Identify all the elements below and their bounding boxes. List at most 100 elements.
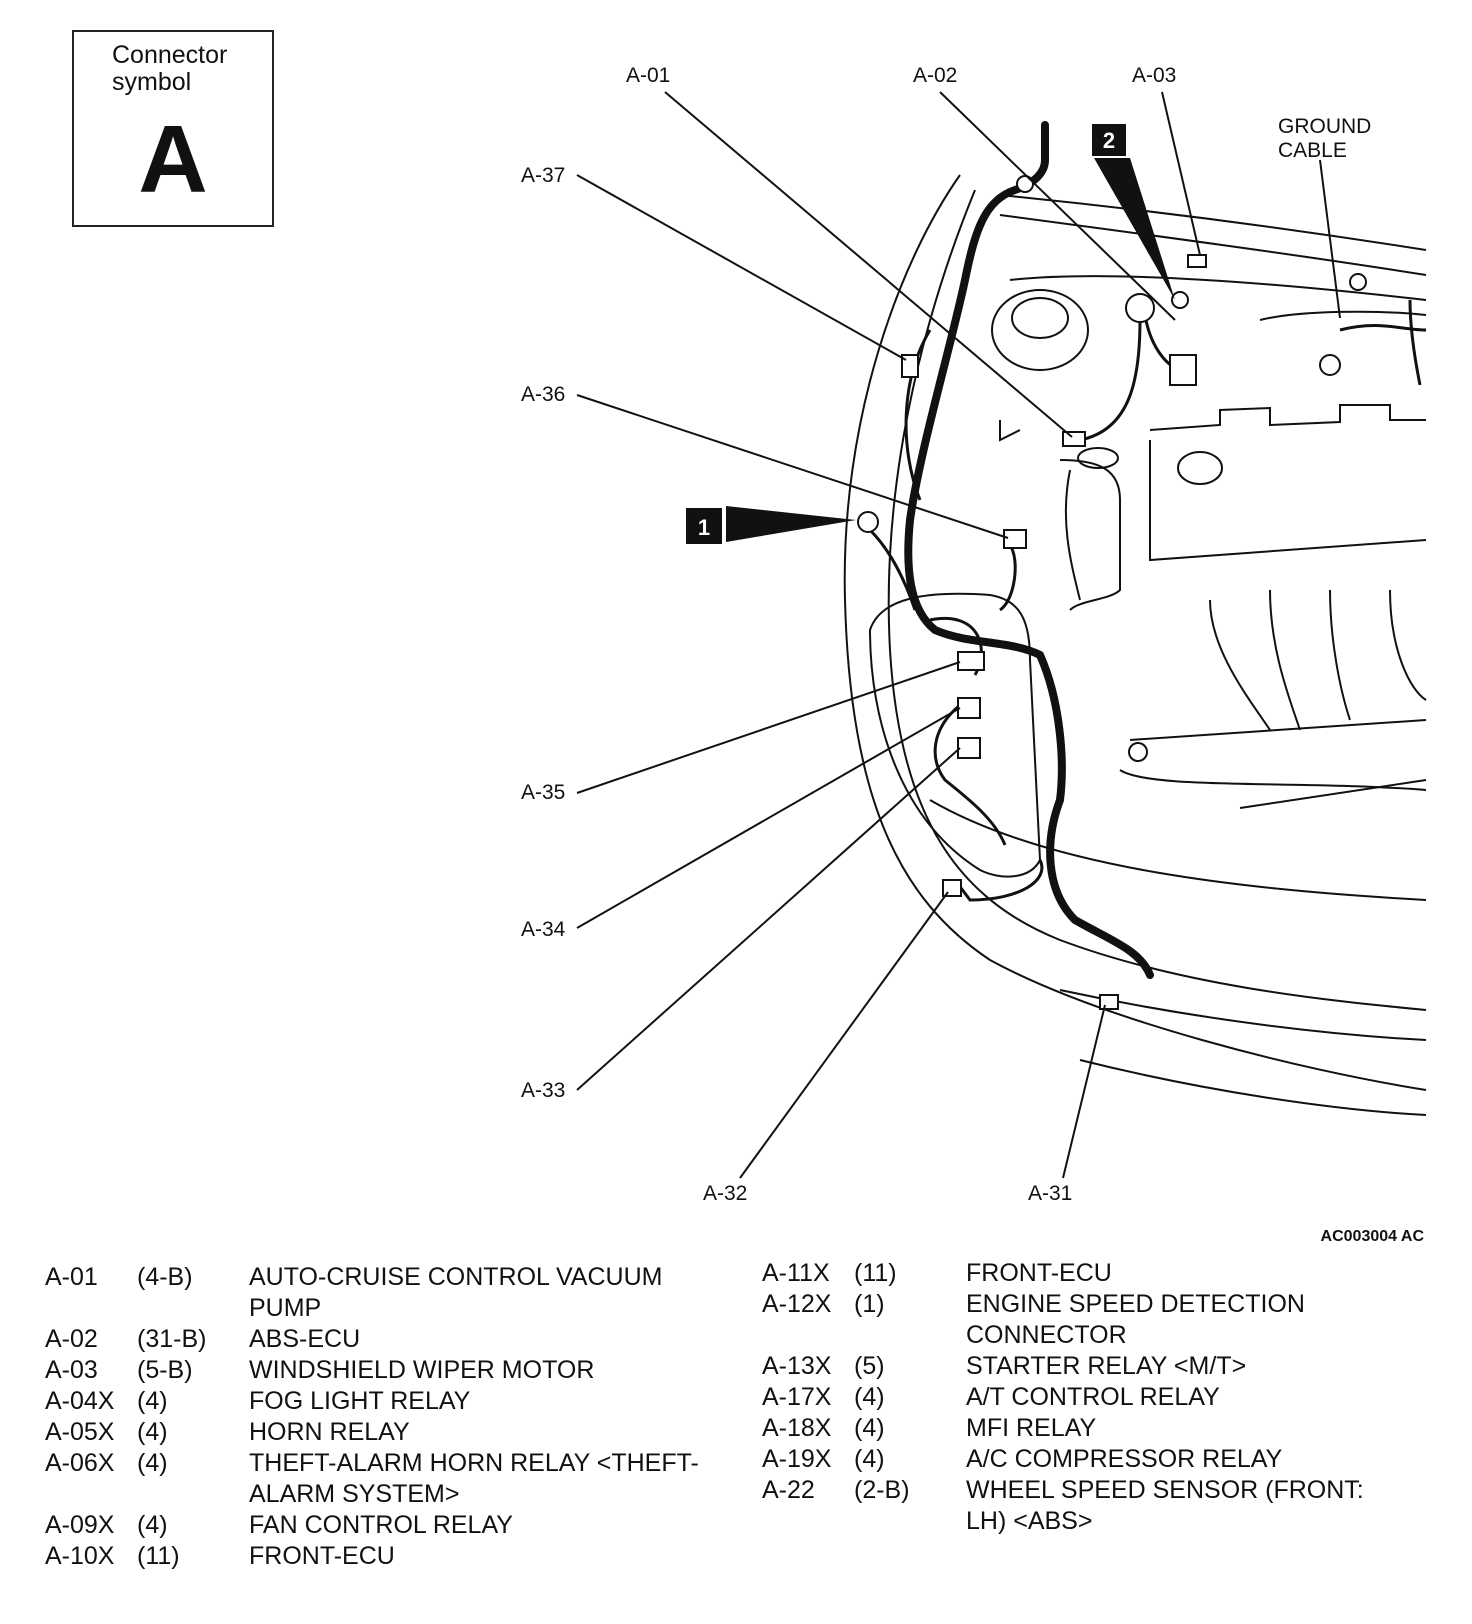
legend-connector-name: FOG LIGHT RELAY: [249, 1387, 471, 1415]
label-a34: A-34: [521, 918, 566, 941]
legend-pin-count: (4): [854, 1383, 885, 1411]
label-ground: GROUND: [1278, 115, 1371, 138]
legend-connector-name: A/C COMPRESSOR RELAY: [966, 1445, 1283, 1473]
legend-pin-count: (4): [137, 1418, 168, 1446]
label-a37: A-37: [521, 164, 565, 187]
figure-code: AC003004 AC: [1320, 1228, 1424, 1245]
leader-lines: [576, 91, 1341, 1179]
legend-connector-id: A-02: [45, 1325, 98, 1353]
legend-connector-name: WHEEL SPEED SENSOR (FRONT: LH) <ABS>: [966, 1476, 1364, 1535]
legend-row: A-10X (11) FRONT-ECU: [45, 1541, 709, 1572]
legend-row: A-13X (5) STARTER RELAY <M/T>: [762, 1351, 1406, 1382]
legend-connector-name: FAN CONTROL RELAY: [249, 1511, 513, 1539]
legend-row: A-11X (11) FRONT-ECU: [762, 1258, 1406, 1289]
legend-connector-name: ABS-ECU: [249, 1325, 361, 1353]
legend-connector-name: MFI RELAY: [966, 1414, 1097, 1442]
legend-connector-id: A-09X: [45, 1511, 115, 1539]
vehicle-outline: [843, 174, 1427, 1116]
leader-a37: [576, 174, 907, 361]
leader-a31: [1062, 1004, 1106, 1179]
legend-connector-id: A-19X: [762, 1445, 832, 1473]
legend-row: A-01 (4-B) AUTO-CRUISE CONTROL VACUUM PUMP: [45, 1262, 709, 1324]
legend-connector-id: A-13X: [762, 1352, 832, 1380]
label-a01: A-01: [626, 64, 670, 87]
legend-connector-id: A-18X: [762, 1414, 832, 1442]
legend-pin-count: (4): [137, 1511, 168, 1539]
legend-left: A-01 (4-B) AUTO-CRUISE CONTROL VACUUM PUMP…: [45, 1262, 709, 1572]
legend-connector-name: FRONT-ECU: [966, 1259, 1112, 1287]
legend-row: A-06X (4) THEFT-ALARM HORN RELAY <THEFT-AL…: [45, 1448, 709, 1510]
wiring-harness-diagram: 1 2 A-01 A-02 A-03 GROUND CABLE A-37 A-3…: [521, 64, 1427, 1205]
leader-a33: [576, 747, 961, 1091]
legend-pin-count: (11): [137, 1542, 180, 1570]
legend-connector-id: A-06X: [45, 1449, 115, 1477]
legend-pin-count: (5): [854, 1352, 885, 1380]
leader-a35: [576, 661, 961, 794]
label-a02: A-02: [913, 64, 957, 87]
marker-2-label: 2: [1103, 128, 1115, 153]
legend-row: A-19X (4) A/C COMPRESSOR RELAY: [762, 1444, 1406, 1475]
wiring-harness: [904, 121, 1154, 979]
legend-connector-id: A-10X: [45, 1542, 115, 1570]
legend-row: A-22 (2-B) WHEEL SPEED SENSOR (FRONT: LH) …: [762, 1475, 1406, 1537]
legend-pin-count: (4): [854, 1445, 885, 1473]
legend-connector-id: A-05X: [45, 1418, 115, 1446]
legend-connector-id: A-01: [45, 1263, 98, 1291]
label-a32: A-32: [703, 1182, 747, 1205]
legend-pin-count: (2-B): [854, 1476, 910, 1504]
leader-ground: [1319, 159, 1341, 319]
legend-connector-name: A/T CONTROL RELAY: [966, 1383, 1220, 1411]
legend-connector-id: A-04X: [45, 1387, 115, 1415]
label-a33: A-33: [521, 1079, 565, 1102]
legend-pin-count: (4-B): [137, 1263, 193, 1291]
legend-pin-count: (4): [137, 1449, 168, 1477]
marker-1-label: 1: [698, 515, 710, 540]
legend-connector-id: A-17X: [762, 1383, 832, 1411]
leader-a34: [576, 707, 961, 929]
legend-pin-count: (5-B): [137, 1356, 193, 1384]
connector-labels: A-01 A-02 A-03 GROUND CABLE A-37 A-36 A-…: [521, 64, 1371, 1205]
legend-connector-name: FRONT-ECU: [249, 1542, 395, 1570]
connector-symbol-letter: A: [138, 106, 208, 213]
legend-connector-name: STARTER RELAY <M/T>: [966, 1352, 1247, 1380]
harness-branches: [868, 299, 1427, 902]
legend-connector-id: A-12X: [762, 1290, 832, 1318]
legend-connector-name: ENGINE SPEED DETECTION CONNECTOR: [966, 1290, 1305, 1349]
legend-connector-name: HORN RELAY: [249, 1418, 410, 1446]
connector-bodies: [857, 175, 1207, 1010]
legend-pin-count: (4): [854, 1414, 885, 1442]
connector-symbol-title: Connector symbol: [112, 41, 228, 96]
legend-row: A-03 (5-B) WINDSHIELD WIPER MOTOR: [45, 1355, 709, 1386]
legend-row: A-09X (4) FAN CONTROL RELAY: [45, 1510, 709, 1541]
label-a03: A-03: [1132, 64, 1176, 87]
label-a35: A-35: [521, 781, 565, 804]
legend-connector-name: AUTO-CRUISE CONTROL VACUUM PUMP: [249, 1263, 663, 1322]
legend-connector-id: A-03: [45, 1356, 98, 1384]
marker-2: 2: [1092, 124, 1175, 300]
legend-connector-name: WINDSHIELD WIPER MOTOR: [249, 1356, 595, 1384]
legend-connector-name: THEFT-ALARM HORN RELAY <THEFT-ALARM SYST…: [249, 1449, 699, 1508]
label-a36: A-36: [521, 383, 565, 406]
legend-right: A-11X (11) FRONT-ECU A-12X (1) ENGINE SPEED D…: [762, 1258, 1406, 1537]
marker-1: 1: [686, 506, 856, 544]
legend-pin-count: (31-B): [137, 1325, 207, 1353]
label-a31: A-31: [1028, 1182, 1072, 1205]
marker-2-pointer: [1094, 158, 1175, 300]
legend-row: A-02 (31-B) ABS-ECU: [45, 1324, 709, 1355]
legend-row: A-12X (1) ENGINE SPEED DETECTION CONNECTOR: [762, 1289, 1406, 1351]
marker-2-box: [1092, 124, 1126, 156]
legend-connector-id: A-11X: [762, 1259, 830, 1287]
legend-pin-count: (4): [137, 1387, 168, 1415]
legend-row: A-18X (4) MFI RELAY: [762, 1413, 1406, 1444]
leader-a02: [939, 91, 1176, 321]
legend-pin-count: (1): [854, 1290, 885, 1318]
leader-a01: [664, 91, 1073, 438]
marker-1-pointer: [726, 506, 856, 542]
leader-a03: [1161, 91, 1201, 256]
connector-symbol-box: Connector symbol A: [72, 30, 274, 227]
legend-connector-id: A-22: [762, 1476, 815, 1504]
legend-row: A-04X (4) FOG LIGHT RELAY: [45, 1386, 709, 1417]
legend-pin-count: (11): [854, 1259, 897, 1287]
label-cable: CABLE: [1278, 139, 1347, 162]
leader-a32: [739, 891, 949, 1179]
